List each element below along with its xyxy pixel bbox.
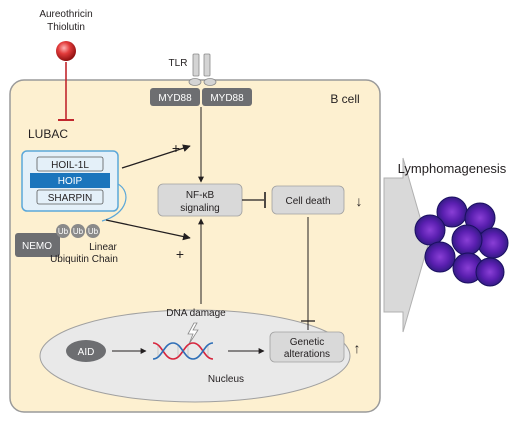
genetic-alterations-box: [269, 331, 345, 363]
genetic-alterations-label-2: alterations: [284, 349, 330, 360]
nucleus-label: Nucleus: [208, 374, 244, 385]
myd88-label-left: MYD88: [158, 93, 192, 104]
b-cell-label: B cell: [330, 92, 359, 106]
lubac-to-ubiquitin-curve: [101, 183, 127, 222]
ubiquitin-unit-1: [56, 224, 70, 238]
hoil-1l-box: [36, 156, 104, 172]
inhibitor-compound-icon: [56, 41, 76, 61]
inhibitor-name-2: Thiolutin: [47, 22, 85, 33]
cell-death-label: Cell death: [285, 196, 330, 207]
tlr-receptor-chain-right: [203, 53, 211, 77]
dna-damage-label: DNA damage: [166, 308, 226, 319]
nfkb-label-line2: signaling: [180, 203, 219, 214]
tlr-tir-domain-right: [203, 78, 217, 86]
hoip-label: HOIP: [58, 176, 83, 187]
lymphomagenesis-label: Lymphomagenesis: [398, 161, 507, 176]
cell-death-box: [271, 185, 345, 215]
nemo-box: [15, 233, 60, 257]
arrow-lubac-to-nfkb-top: [121, 144, 191, 169]
tumor-cell-cluster: [414, 196, 509, 287]
arrow-lubac-to-nfkb-bottom: [105, 219, 191, 241]
cell-death-decrease-arrow: ↓: [356, 193, 363, 209]
myd88-box-right: [202, 88, 252, 106]
plus-sign-bottom: +: [176, 246, 184, 262]
tlr-tir-domain-left: [188, 78, 202, 86]
tlr-label: TLR: [169, 58, 188, 69]
ubiquitin-label-3: Ub: [88, 227, 99, 236]
ubiquitin-label-1: Ub: [58, 227, 69, 236]
sharpin-label: SHARPIN: [48, 193, 92, 204]
myd88-box-left: [150, 88, 200, 106]
lightning-bolt-icon: [187, 322, 199, 345]
nemo-label: NEMO: [22, 241, 52, 252]
aid-enzyme: [66, 340, 106, 362]
tlr-receptor-chain-left: [192, 53, 200, 77]
lubac-label: LUBAC: [28, 127, 68, 141]
nfkb-label-line1: NF-κB: [186, 190, 215, 201]
hoil-1l-label: HOIL-1L: [51, 160, 89, 171]
inhibitor-name-1: Aureothricin: [39, 9, 92, 20]
dna-helix-icon: [152, 342, 214, 360]
genetic-alterations-label-1: Genetic: [290, 337, 324, 348]
ubiquitin-unit-3: [86, 224, 100, 238]
sharpin-box: [36, 189, 104, 205]
aid-label: AID: [78, 347, 95, 358]
progression-arrow: [383, 157, 429, 333]
plus-sign-top: +: [172, 140, 180, 156]
linear-ubiquitin-chain-label-2: Ubiquitin Chain: [50, 254, 118, 265]
ubiquitin-label-2: Ub: [73, 227, 84, 236]
ubiquitin-unit-2: [71, 224, 85, 238]
myd88-label-right: MYD88: [210, 93, 244, 104]
hoip-box: [30, 173, 110, 188]
linear-ubiquitin-chain-label-1: Linear: [89, 242, 117, 253]
genetic-alterations-increase-arrow: ↑: [354, 340, 361, 356]
